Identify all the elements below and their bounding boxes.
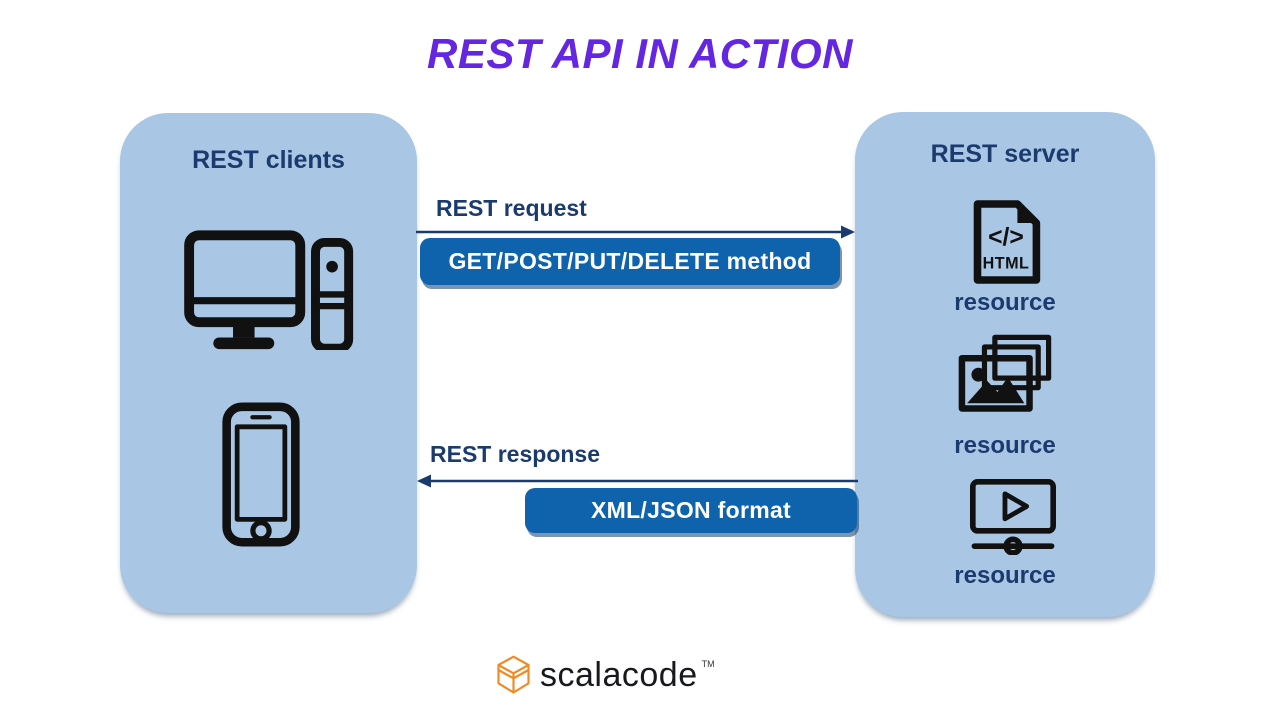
- request-label: REST request: [436, 195, 587, 221]
- smartphone-icon: [222, 402, 300, 547]
- server-panel: REST server </> HTML resource resource r…: [855, 112, 1155, 617]
- html-file-icon: </> HTML: [973, 200, 1041, 284]
- client-panel-title: REST clients: [192, 146, 345, 174]
- brand-logo: scalacode TM: [495, 655, 715, 695]
- resource-label-images: resource: [954, 432, 1056, 459]
- resource-label-video: resource: [954, 562, 1056, 589]
- diagram-title: REST API IN ACTION: [427, 30, 853, 77]
- response-label: REST response: [430, 441, 600, 467]
- request-method-box: GET/POST/PUT/DELETE method: [420, 238, 840, 285]
- html-label: HTML: [983, 255, 1030, 273]
- image-stack-icon: [958, 334, 1052, 412]
- desktop-computer-icon: [184, 230, 354, 350]
- video-player-icon: [970, 479, 1056, 555]
- brand-name: scalacode: [540, 655, 698, 694]
- client-panel: REST clients: [120, 113, 417, 613]
- cube-icon: [497, 655, 530, 694]
- server-panel-title: REST server: [930, 140, 1080, 168]
- html-code-glyph: </>: [988, 224, 1024, 251]
- response-format-box: XML/JSON format: [525, 488, 857, 533]
- trademark: TM: [701, 659, 715, 669]
- response-arrow-icon: [417, 474, 858, 488]
- request-arrow-icon: [416, 225, 855, 239]
- resource-label-html: resource: [954, 289, 1056, 316]
